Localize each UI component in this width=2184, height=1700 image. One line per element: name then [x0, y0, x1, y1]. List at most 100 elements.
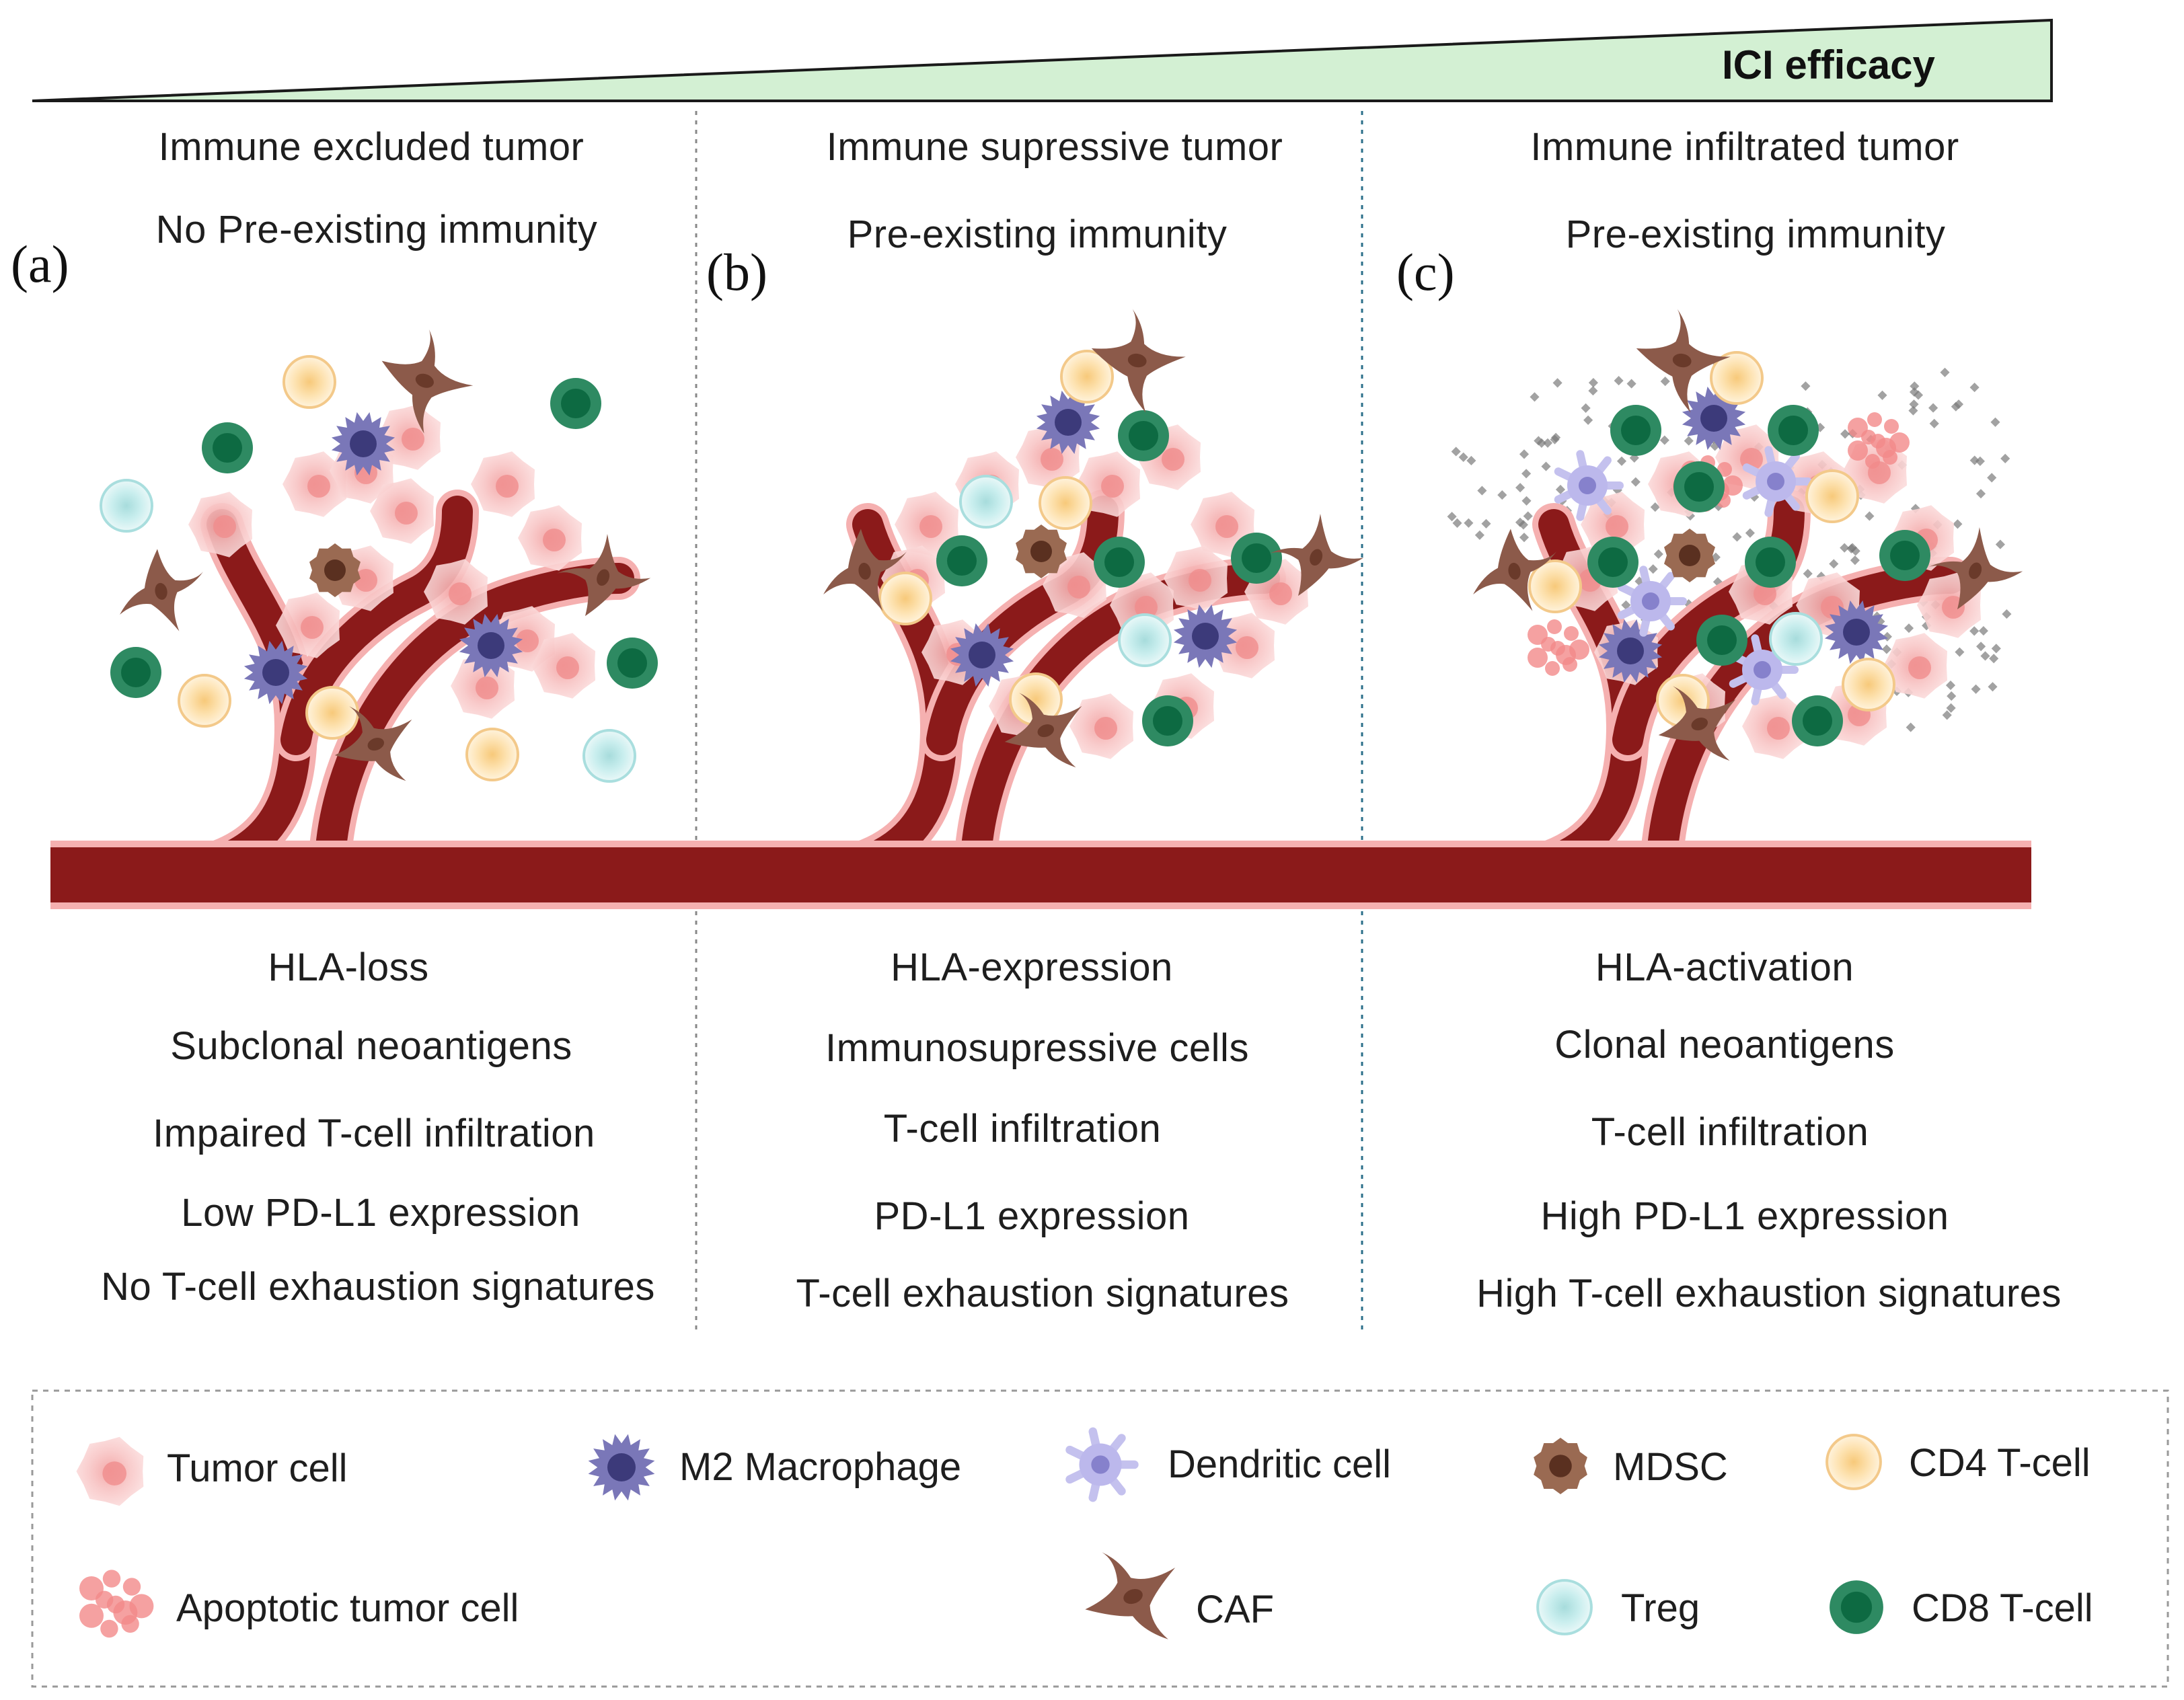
cd8-tcell-icon [1610, 405, 1661, 456]
treg-icon [1769, 612, 1823, 666]
panel-a-illustration [100, 329, 658, 896]
cd4-tcell-icon [1805, 469, 1859, 523]
tumor-cell-icon [531, 633, 595, 699]
panel-b-subtitle: Pre-existing immunity [847, 212, 1228, 256]
legend-icons [76, 1427, 1883, 1639]
cd8-tcell-icon [550, 378, 601, 429]
cd4-tcell-icon [305, 686, 359, 740]
panel-a-label: (a) [11, 235, 69, 293]
panel-a-title: Immune excluded tumor [158, 125, 585, 169]
m2-macrophage-icon [1173, 604, 1238, 668]
treg-icon [959, 475, 1013, 529]
panel-b-label: (b) [706, 243, 767, 301]
main-blood-vessel [50, 841, 2031, 909]
dendritic-cell-icon [1065, 1427, 1139, 1502]
panel-b-feature-5: T-cell exhaustion signatures [796, 1272, 1289, 1315]
caf-icon [823, 529, 907, 611]
apoptotic-tumor-cell-icon [1848, 412, 1910, 469]
panel-a-feature-5: No T-cell exhaustion signatures [101, 1265, 655, 1309]
m2-macrophage-icon [588, 1434, 655, 1501]
caf-icon [1085, 1552, 1176, 1639]
caf-icon [1004, 693, 1082, 768]
tumor-cell-icon [76, 1436, 144, 1506]
panel-a-subtitle: No Pre-existing immunity [155, 208, 598, 252]
apoptotic-tumor-cell-icon [1528, 619, 1589, 676]
panel-c-feature-2: Clonal neoantigens [1554, 1023, 1895, 1067]
cd8-tcell-icon [607, 638, 658, 689]
caf-icon [1928, 527, 2023, 610]
panel-a-feature-3: Impaired T-cell infiltration [153, 1112, 595, 1155]
caf-icon [1636, 309, 1731, 413]
tumor-cell-icon [1742, 693, 1806, 759]
cd8-tcell-icon [1768, 405, 1819, 456]
ici-efficacy-wedge [32, 18, 2053, 102]
cd8-tcell-icon [1745, 537, 1796, 588]
cd8-tcell-icon [202, 422, 253, 473]
tumor-cell-icon [188, 492, 252, 557]
legend-label-tumor-cell: Tumor cell [167, 1446, 348, 1490]
apoptotic-tumor-cell-icon [79, 1570, 154, 1638]
m2-macrophage-icon [1824, 600, 1889, 664]
cd8-tcell-icon [1673, 461, 1725, 512]
treg-icon [1118, 613, 1172, 667]
panel-b-feature-1: HLA-expression [891, 945, 1173, 989]
cd4-tcell-icon [1060, 350, 1114, 403]
panel-b-feature-4: PD-L1 expression [874, 1194, 1190, 1238]
mdsc-icon [309, 543, 361, 597]
tumor-cell-icon [1164, 545, 1228, 611]
m2-macrophage-icon [243, 640, 308, 705]
legend-label-mdsc: MDSC [1613, 1445, 1728, 1489]
panel-b-feature-3: T-cell infiltration [883, 1107, 1162, 1151]
cd8-tcell-icon [1792, 695, 1843, 746]
cd4-tcell-icon [1842, 658, 1895, 711]
m2-macrophage-icon [459, 613, 523, 678]
caf-icon [334, 706, 412, 781]
treg-icon [100, 479, 153, 533]
mdsc-icon [1664, 529, 1715, 582]
cd8-tcell-icon [1094, 537, 1145, 588]
cd8-tcell-icon [1142, 695, 1193, 746]
legend-label-caf: CAF [1196, 1588, 1274, 1631]
panel-c-feature-1: HLA-activation [1595, 945, 1854, 989]
dendritic-cell-icon [1742, 446, 1812, 517]
tumor-cell-icon [377, 404, 441, 470]
caf-icon [1091, 309, 1186, 413]
panel-b-title: Immune supressive tumor [826, 125, 1283, 169]
panel-a-feature-4: Low PD-L1 expression [181, 1191, 580, 1235]
legend-label-cd4-tcell: CD4 T-cell [1909, 1441, 2091, 1485]
cd8-tcell-icon [1830, 1580, 1883, 1634]
dendritic-cell-icon [1554, 450, 1624, 521]
panel-a-feature-2: Subclonal neoantigens [170, 1024, 572, 1068]
legend-box [31, 1389, 2169, 1688]
mdsc-icon [1016, 525, 1067, 578]
tumor-cell-icon [471, 451, 535, 517]
panel-c-label: (c) [1396, 243, 1455, 301]
cd8-tcell-icon [110, 647, 161, 698]
cd8-tcell-icon [1879, 530, 1930, 581]
ici-efficacy-label: ICI efficacy [1722, 42, 1935, 87]
dendritic-cell-icon [1617, 566, 1687, 637]
panel-c-subtitle: Pre-existing immunity [1565, 212, 1946, 256]
m2-macrophage-icon [331, 412, 396, 476]
panel-c-feature-3: T-cell infiltration [1591, 1110, 1869, 1154]
legend-label-treg: Treg [1621, 1586, 1700, 1630]
cd8-tcell-icon [1118, 410, 1169, 461]
legend-label-m2-macrophage: M2 Macrophage [679, 1445, 962, 1489]
cd8-tcell-icon [936, 535, 987, 586]
panel-c-title: Immune infiltrated tumor [1530, 125, 1959, 169]
m2-macrophage-icon [1036, 390, 1100, 455]
treg-icon [1536, 1579, 1593, 1635]
cd4-tcell-icon [1528, 559, 1582, 613]
tumor-cell-icon [276, 592, 340, 658]
caf-icon [1473, 529, 1557, 611]
m2-macrophage-icon [950, 623, 1014, 687]
caf-icon [556, 534, 651, 617]
panel-a-feature-1: HLA-loss [268, 945, 429, 989]
caf-icon [381, 329, 474, 434]
panel-c-feature-5: High T-cell exhaustion signatures [1476, 1272, 2062, 1315]
tumor-cell-icon [283, 451, 346, 517]
panel-b-illustration [759, 309, 1364, 896]
treg-icon [582, 729, 636, 783]
legend-label-cd8-tcell: CD8 T-cell [1912, 1586, 2093, 1630]
